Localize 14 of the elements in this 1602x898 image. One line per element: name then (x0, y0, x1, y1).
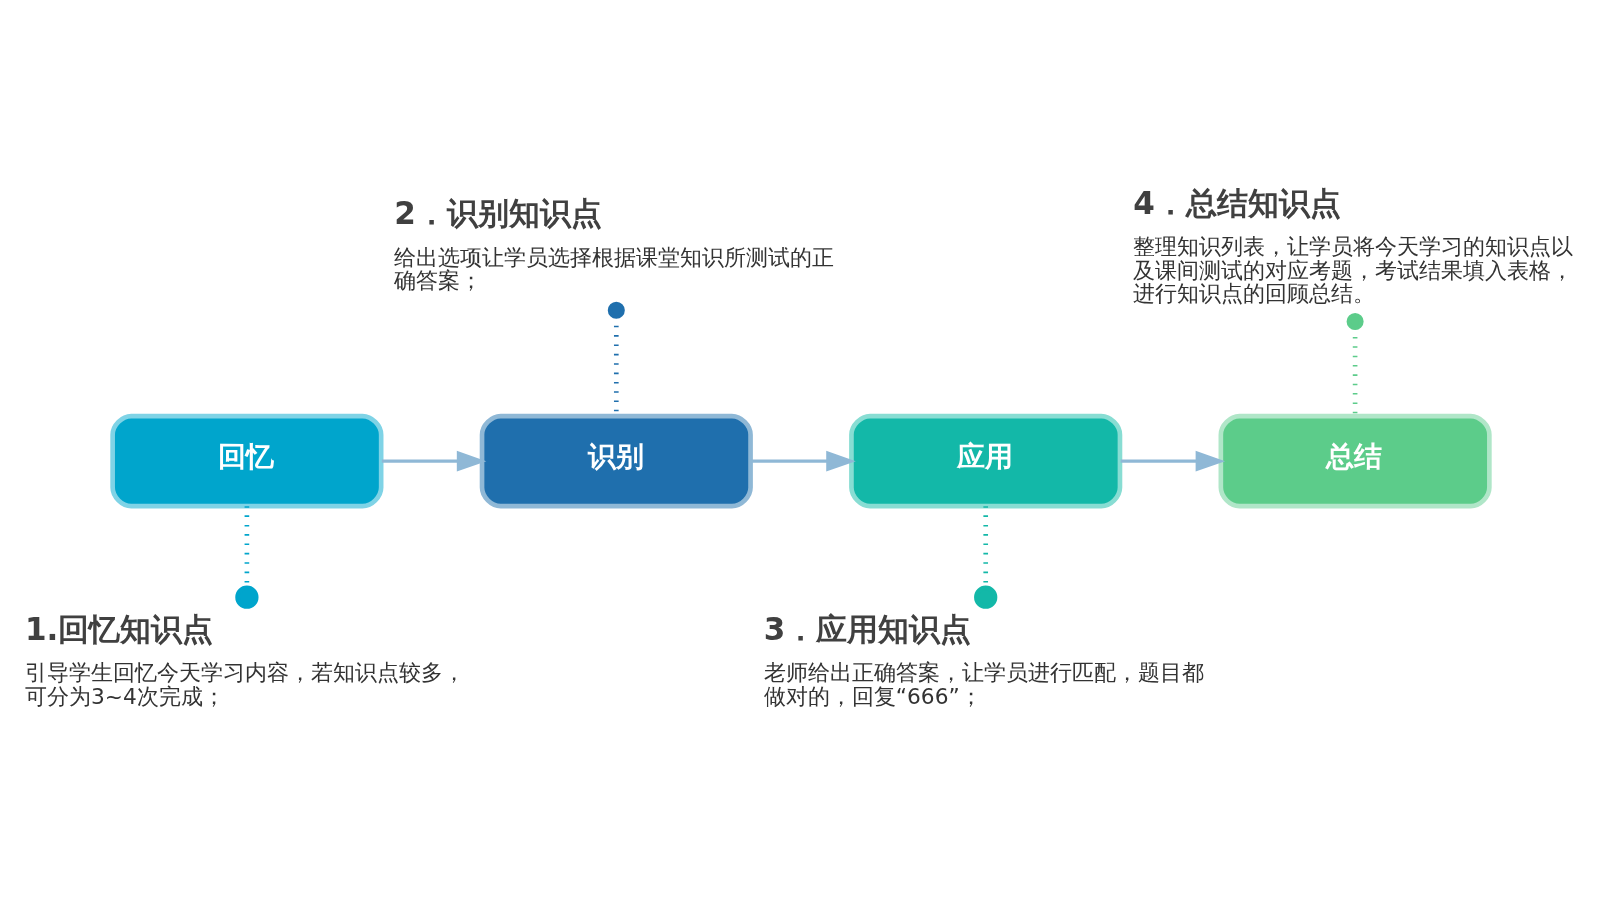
arrow (1120, 450, 1226, 471)
node-text: 1.回忆知识点 引导学生回忆今天学习内容，若知识点较多，可分为3~4次完成； (24, 610, 465, 709)
node-text: 3．应用知识点 老师给出正确答案，让学员进行匹配，题目都做对的，回复“666”； (763, 610, 1204, 709)
node-box: 回忆 (110, 413, 384, 508)
arrow (381, 450, 487, 471)
connector (235, 505, 259, 609)
node-box: 总结 (1218, 413, 1492, 508)
connector (974, 505, 998, 609)
node-text: 4．总结知识点 整理知识列表，让学员将今天学习的知识点以及课间测试的对应考题，考试结果填入表格，进行知识点的回顾总结。 (1133, 184, 1574, 306)
node-box: 应用 (849, 413, 1123, 508)
node-box: 识别 (479, 413, 753, 508)
arrow (751, 450, 856, 471)
connector (1346, 312, 1364, 416)
node-text: 2．识别知识点 给出选项让学员选择根据课堂知识所测试的正确答案； (394, 194, 835, 293)
